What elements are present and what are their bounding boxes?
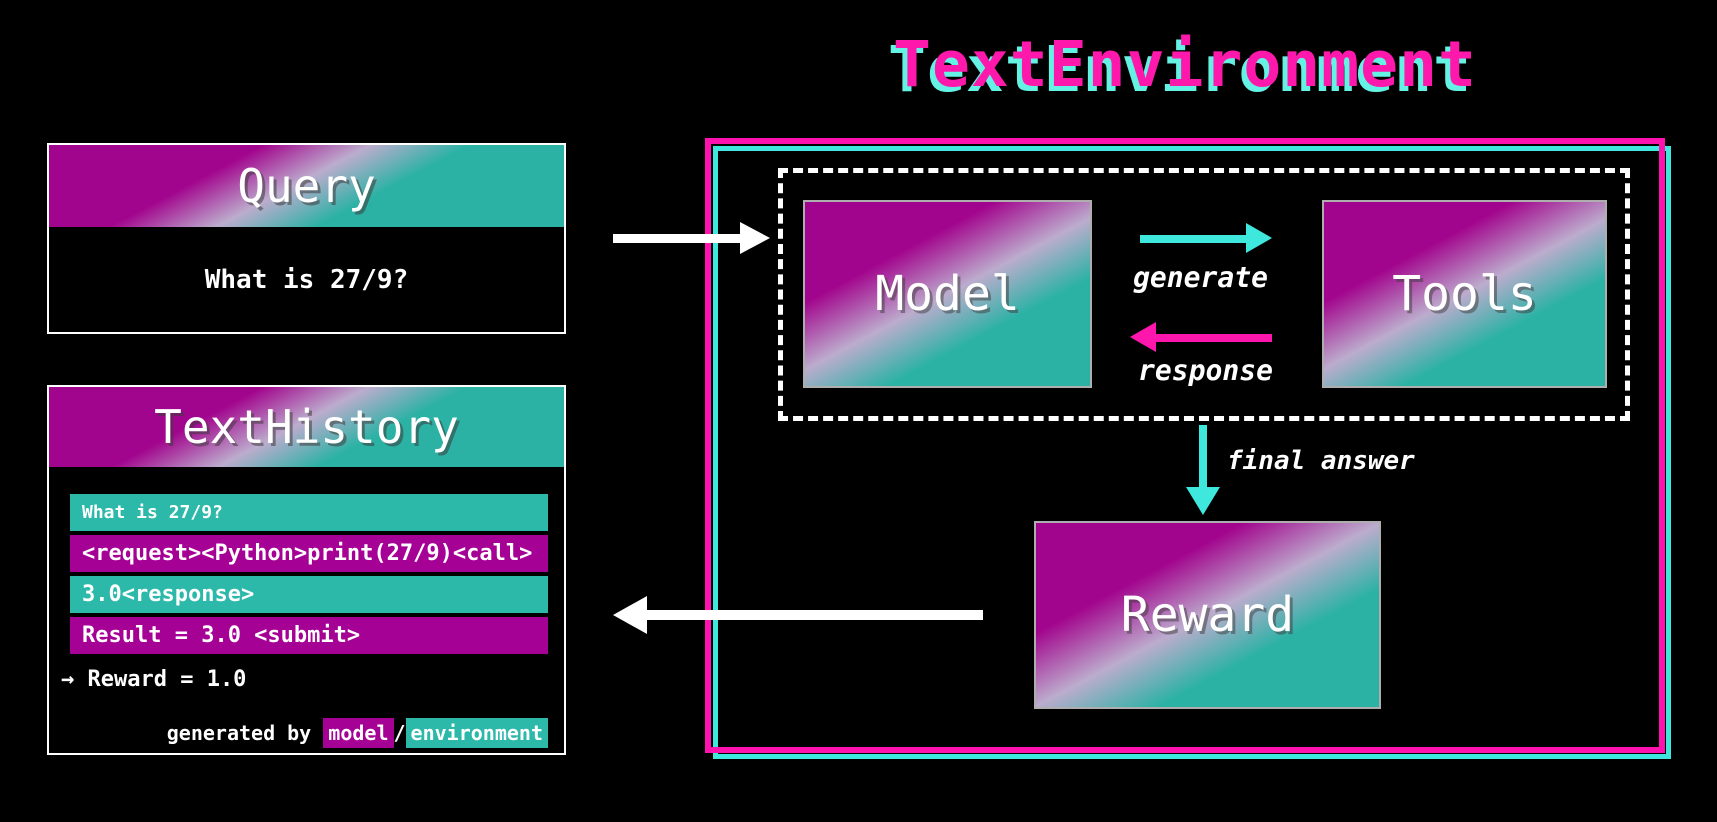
query-to-env-arrow [613,222,770,254]
generate-arrow [1140,223,1272,254]
query-header: Query [49,145,564,227]
arrow-head-icon [740,222,770,254]
texthistory-title: TextHistory [154,400,459,454]
texthistory-box: TextHistory What is 27/9? <request><Pytho… [47,385,566,755]
query-text: What is 27/9? [204,264,409,295]
arrow-head-icon [1130,322,1156,352]
reward-line: → Reward = 1.0 [61,667,247,692]
reward-box: Reward [1034,521,1381,709]
history-row: Result = 3.0 <submit> [70,617,548,654]
legend-model-chip: model [323,718,394,748]
arrow-head-icon [1246,223,1272,253]
query-title: Query [237,159,376,213]
legend-environment-chip: environment [405,718,548,748]
page-title: TextEnvironment [893,28,1477,101]
arrow-shaft [1154,334,1272,342]
arrow-shaft [645,610,983,620]
arrow-head-icon [1186,487,1220,515]
tools-label: Tools [1392,266,1537,322]
final-answer-label: final answer [1227,446,1415,476]
reward-to-history-arrow [613,596,983,634]
legend: generated by model/environment [166,718,548,748]
reward-label: Reward [1120,587,1295,643]
response-arrow [1130,322,1272,353]
response-label: response [1138,354,1273,387]
history-rows: What is 27/9? <request><Python>print(27/9… [49,467,564,654]
query-body: What is 27/9? [49,227,564,332]
model-label: Model [875,266,1020,322]
env-outer-box [705,138,1665,753]
arrow-shaft [1199,425,1207,489]
arrow-head-icon [613,596,647,634]
history-row: 3.0<response> [70,576,548,613]
env-box-cyan-shadow [713,146,1671,759]
model-box: Model [803,200,1092,388]
legend-separator: / [393,721,406,745]
arrow-shaft [1140,235,1248,243]
legend-prefix: generated by [166,721,324,745]
final-answer-arrow [1186,425,1220,515]
history-row: What is 27/9? [70,494,548,531]
generate-label: generate [1133,261,1268,294]
history-row: <request><Python>print(27/9)<call> [70,535,548,572]
env-dashed-box [778,168,1630,421]
query-box: Query What is 27/9? [47,143,566,334]
tools-box: Tools [1322,200,1607,388]
arrow-shaft [613,234,743,243]
texthistory-header: TextHistory [49,387,564,467]
